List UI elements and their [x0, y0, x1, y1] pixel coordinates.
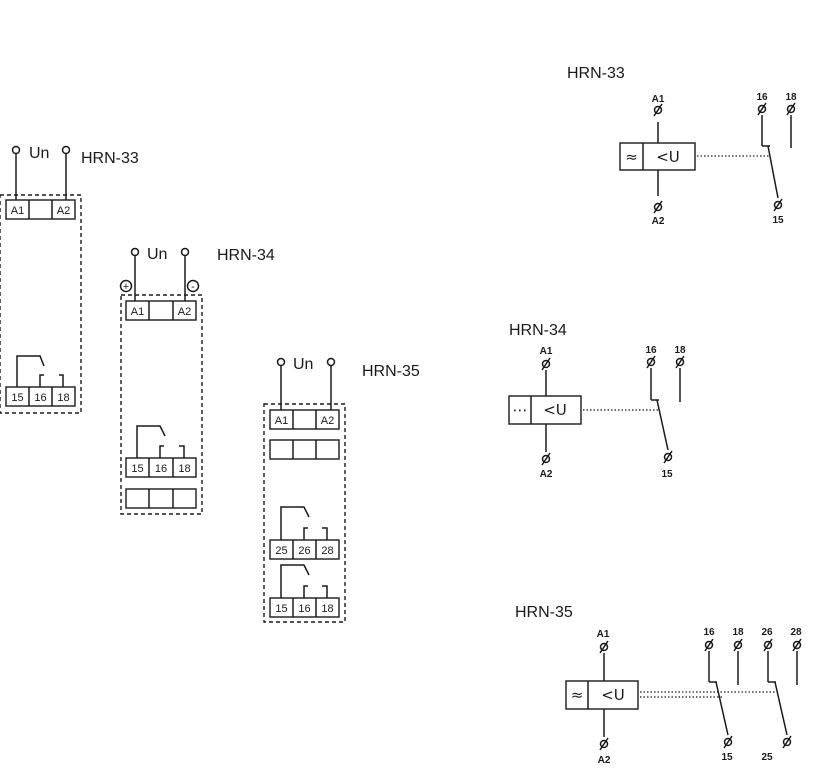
- terminal-15: 15: [131, 463, 143, 475]
- module-outline: [120, 294, 203, 515]
- terminal-row-supply: A1 A2: [5, 199, 76, 220]
- pin-a1-label: A1: [652, 94, 665, 105]
- relay-coil-box: [619, 142, 696, 171]
- pin-28-label: 28: [790, 627, 802, 638]
- module-title: HRN-35: [362, 363, 420, 380]
- supply-terminal-right: [61, 145, 71, 155]
- ac-mode-symbol: ≈: [571, 686, 584, 704]
- schematic-hrn35: HRN-35 A1 ≈ <U A2 16 18: [515, 604, 802, 766]
- pin-a2-icon: [541, 424, 551, 466]
- terminal-a2: A2: [178, 306, 191, 318]
- pin-a2-label: A2: [540, 469, 553, 480]
- supply-terminal-left: [11, 145, 21, 155]
- supply-label: Un: [29, 145, 49, 162]
- pin-a1-icon: [541, 357, 551, 396]
- pin-16-label: 16: [645, 345, 657, 356]
- contact-symbol: [136, 425, 185, 458]
- contact-symbol: [16, 355, 64, 387]
- function-label: <U: [601, 686, 625, 704]
- terminal-row-empty: [125, 488, 197, 509]
- schematic-hrn34: HRN-34 A1 ⋯ <U A2 16 18: [508, 322, 686, 480]
- changeover-contact-1-icon: [704, 638, 743, 749]
- terminal-row-contacts: 15 16 18: [125, 457, 197, 478]
- supply-terminal-left: [276, 357, 286, 367]
- terminal-row-empty: [269, 439, 340, 460]
- terminal-15: 15: [11, 392, 23, 404]
- contact-symbol-2: [280, 506, 328, 540]
- pin-a2-icon: [599, 709, 609, 751]
- pin-16-label: 16: [703, 627, 715, 638]
- module-outline: [0, 194, 82, 414]
- terminal-18: 18: [57, 392, 69, 404]
- polarity-minus-icon: [186, 279, 200, 293]
- pin-a1-icon: [653, 103, 663, 143]
- pin-a1-label: A1: [540, 346, 553, 357]
- terminal-26: 26: [298, 545, 310, 557]
- wiring-hrn35: Un HRN-35 A1 A2 25 26 28 1: [263, 356, 420, 623]
- supply-label: Un: [293, 356, 313, 373]
- function-label: <U: [543, 401, 567, 419]
- pin-15-label: 15: [772, 215, 784, 226]
- module-outline: [263, 403, 346, 623]
- terminal-a1: A1: [131, 306, 144, 318]
- pin-a2-label: A2: [652, 216, 665, 227]
- pin-16-label: 16: [756, 92, 768, 103]
- contact-symbol-1: [280, 564, 328, 598]
- supply-terminal-right: [180, 247, 190, 257]
- pin-26-label: 26: [761, 627, 773, 638]
- schematic-hrn33: HRN-33 A1 ≈ <U A2 16 18: [567, 65, 797, 227]
- module-title: HRN-34: [217, 247, 275, 264]
- terminal-row-contacts-1: 15 16 18: [269, 597, 340, 618]
- pin-15-label: 15: [721, 752, 733, 763]
- terminal-16: 16: [34, 392, 46, 404]
- terminal-a1: A1: [11, 205, 24, 217]
- terminal-row-contacts-2: 25 26 28: [269, 539, 340, 560]
- module-title: HRN-33: [81, 150, 139, 167]
- polarity-minus: -: [191, 281, 195, 293]
- changeover-contact-icon: [646, 355, 685, 464]
- wiring-hrn34: Un HRN-34 + - A1 A2 15 16 18: [119, 246, 275, 515]
- pin-a2-icon: [653, 170, 663, 214]
- supply-terminal-left: [130, 247, 140, 257]
- terminal-row-supply: A1 A2: [125, 300, 197, 321]
- terminal-row-contacts: 15 16 18: [5, 386, 76, 407]
- dc-mode-symbol: ⋯: [513, 401, 528, 419]
- terminal-16: 16: [155, 463, 167, 475]
- supply-label: Un: [147, 246, 167, 263]
- polarity-plus-icon: [119, 279, 133, 293]
- terminal-row-supply: A1 A2: [269, 409, 340, 430]
- pin-a2-label: A2: [598, 755, 611, 766]
- wiring-hrn33: Un HRN-33 A1 A2 15 16 18: [0, 145, 139, 414]
- pin-25-label: 25: [761, 752, 773, 763]
- schematic-title: HRN-33: [567, 65, 625, 82]
- supply-terminal-right: [326, 357, 336, 367]
- schematic-title: HRN-34: [509, 322, 567, 339]
- terminal-15: 15: [275, 603, 287, 615]
- terminal-25: 25: [275, 545, 287, 557]
- relay-coil-box: [565, 680, 639, 710]
- terminal-a1: A1: [275, 415, 288, 427]
- schematic-title: HRN-35: [515, 604, 573, 621]
- pin-18-label: 18: [732, 627, 744, 638]
- changeover-contact-2-icon: [763, 638, 802, 749]
- function-label: <U: [656, 148, 680, 166]
- pin-a1-icon: [599, 640, 609, 681]
- pin-a1-label: A1: [597, 629, 610, 640]
- terminal-16: 16: [298, 603, 310, 615]
- pin-18-label: 18: [674, 345, 686, 356]
- pin-15-label: 15: [661, 469, 673, 480]
- terminal-18: 18: [178, 463, 190, 475]
- pin-18-label: 18: [785, 92, 797, 103]
- relay-coil-box: [508, 395, 582, 425]
- terminal-a2: A2: [321, 415, 334, 427]
- polarity-plus: +: [123, 281, 129, 293]
- terminal-18: 18: [321, 603, 333, 615]
- changeover-contact-icon: [757, 102, 796, 212]
- ac-mode-symbol: ≈: [625, 148, 638, 166]
- terminal-a2: A2: [57, 205, 70, 217]
- terminal-28: 28: [321, 545, 333, 557]
